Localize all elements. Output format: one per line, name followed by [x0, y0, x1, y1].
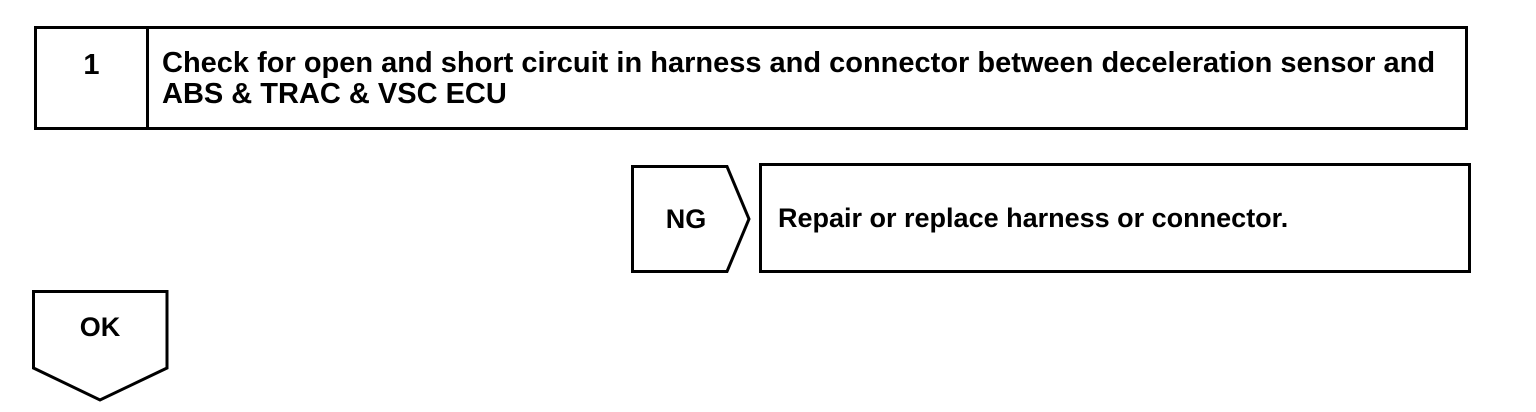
step-number: 1 [37, 29, 149, 127]
ng-arrow-shape [631, 165, 751, 273]
ng-arrow-badge: NG [631, 165, 751, 273]
step-title: Check for open and short circuit in harn… [162, 47, 1436, 110]
ng-action-box: Repair or replace harness or connector. [759, 163, 1471, 273]
step-box: 1 Check for open and short circuit in ha… [34, 26, 1468, 130]
ok-label: OK [79, 312, 121, 342]
ok-arrow-shape [32, 290, 169, 402]
ok-arrow-badge: OK [32, 290, 170, 402]
ng-label: NG [665, 203, 707, 234]
